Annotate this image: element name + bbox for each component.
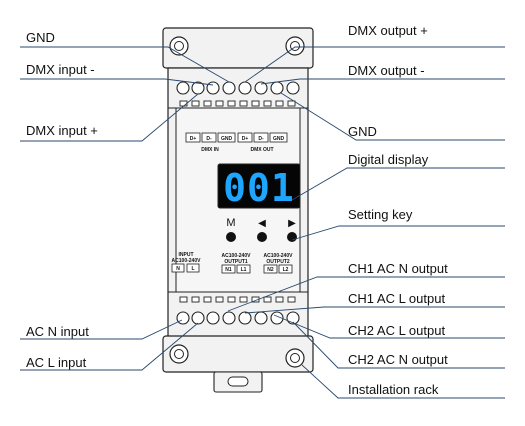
dmx-out-term-3: GND: [273, 136, 285, 142]
dmx-out-term-1: D+: [242, 136, 249, 142]
callout-dmx-output-minus: DMX output -: [348, 63, 425, 78]
bottom-mounting-ear: [162, 335, 314, 373]
ac-output1-block: AC100-240V OUTPUT1 N1 L1: [222, 253, 252, 274]
callout-dmx-input-minus: DMX input -: [26, 62, 95, 77]
display-value: 001: [223, 166, 295, 210]
callout-ac-l-input: AC L input: [26, 355, 87, 370]
callout-setting-key: Setting key: [348, 207, 413, 222]
din-rail-clip: [213, 371, 263, 393]
callout-dmx-input-plus: DMX input +: [26, 123, 98, 138]
input-title-1: INPUT: [179, 252, 194, 258]
callout-ch1-ac-n-output: CH1 AC N output: [348, 261, 448, 276]
dmx-out-label: DMX OUT: [250, 147, 273, 153]
leader-digital-display: [291, 167, 505, 201]
key-left-label: ◀: [258, 218, 266, 229]
dmx-in-terminal-labels: D+ D- GND DMX IN: [185, 132, 236, 153]
input-title-2: AC100-240V: [172, 258, 202, 264]
callout-dmx-output-plus: DMX output +: [348, 23, 428, 38]
output1-term-l1: L1: [241, 267, 247, 273]
leader-installation-rack: [301, 364, 505, 399]
leader-gnd-top: [20, 46, 230, 83]
bottom-wire-slots: [179, 296, 296, 303]
leader-dmx-input-plus: [20, 93, 199, 142]
leader-setting-key: [291, 225, 505, 241]
callout-digital-display: Digital display: [348, 152, 429, 167]
input-term-n: N: [176, 266, 180, 272]
key-right-button[interactable]: [287, 232, 297, 242]
output2-term-l2: L2: [283, 267, 289, 273]
output1-title-2: OUTPUT1: [224, 259, 248, 265]
output1-term-n1: N1: [225, 267, 232, 273]
leader-dmx-output-minus: [260, 78, 505, 85]
callout-gnd-top: GND: [26, 30, 55, 45]
callout-ch1-ac-l-output: CH1 AC L output: [348, 291, 446, 306]
key-left-button[interactable]: [257, 232, 267, 242]
callout-ch2-ac-n-output: CH2 AC N output: [348, 352, 448, 367]
output2-title-2: OUTPUT2: [266, 259, 290, 265]
digital-display: 001: [217, 163, 301, 210]
key-m-label: M: [226, 217, 235, 229]
callout-ch2-ac-l-output: CH2 AC L output: [348, 323, 446, 338]
input-term-l: L: [191, 266, 194, 272]
top-screw-row: [176, 81, 300, 95]
top-wire-slots: [179, 100, 296, 107]
dmx-in-term-2: D-: [206, 136, 212, 142]
dmx-out-term-2: D-: [258, 136, 264, 142]
callout-installation-rack: Installation rack: [348, 382, 439, 397]
leader-ac-n-input: [20, 319, 183, 340]
dmx-in-term-3: GND: [221, 136, 233, 142]
leader-gnd-right: [280, 92, 505, 141]
output2-title-1: AC100-240V: [264, 253, 294, 259]
leader-ch1-ac-n: [227, 276, 505, 312]
leader-ac-l-input: [20, 322, 199, 371]
leader-lines: [20, 46, 505, 399]
leader-ch2-ac-n: [292, 321, 505, 369]
dmx-in-label: DMX IN: [201, 147, 219, 153]
setting-keys: M ◀ ▶: [226, 217, 297, 242]
key-right-label: ▶: [288, 218, 296, 229]
leader-ch2-ac-l: [273, 314, 505, 339]
callout-ac-n-input: AC N input: [26, 324, 89, 339]
top-mounting-ear: [162, 27, 314, 69]
output1-title-1: AC100-240V: [222, 253, 252, 259]
output2-term-n2: N2: [267, 267, 274, 273]
leader-dmx-input-minus: [20, 78, 214, 86]
dmx-in-term-1: D+: [190, 136, 197, 142]
key-m-button[interactable]: [226, 232, 236, 242]
leader-dmx-output-plus: [244, 46, 505, 83]
ac-output2-block: AC100-240V OUTPUT2 N2 L2: [264, 253, 294, 274]
ac-input-block: INPUT AC100-240V N L: [172, 252, 202, 273]
dmx-out-terminal-labels: D+ D- GND DMX OUT: [237, 132, 288, 153]
callout-gnd-right: GND: [348, 124, 377, 139]
bottom-screw-row: [176, 311, 300, 325]
leader-ch1-ac-l: [244, 306, 505, 314]
